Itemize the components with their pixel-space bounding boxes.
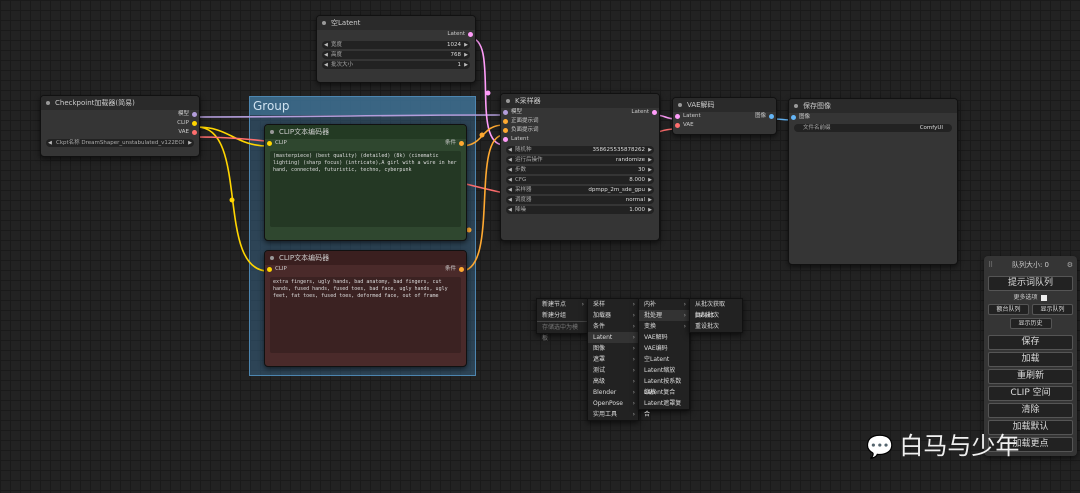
menu-item-save-template[interactable]: 存储选中为模板 [537, 321, 587, 342]
context-menu-categories[interactable]: 采样 加载器 条件 Latent 图像 遮罩 测试 高级 Blender Ope… [587, 298, 639, 421]
queue-size-label: 队列大小: 0 [1011, 261, 1050, 269]
drag-handle-icon[interactable]: ⠿ [988, 261, 994, 269]
node-vae-decode[interactable]: VAE解码 Latent 图像 VAE [672, 97, 777, 135]
load-more-button[interactable]: 加载更点 [988, 437, 1073, 452]
menu-item-rebatch[interactable]: 重设批次 [695, 323, 720, 330]
input-latent[interactable]: Latent [501, 135, 659, 144]
node-title[interactable]: CLIP文本编码器 [265, 251, 466, 265]
view-history-button[interactable]: 显示历史 [1009, 318, 1052, 329]
input-latent[interactable]: Latent [673, 112, 776, 121]
node-clip-negative[interactable]: CLIP文本编码器 CLIP 条件 extra fingers, ugly ha… [264, 250, 467, 367]
gear-icon[interactable]: ⚙ [1066, 261, 1073, 269]
prompt-textarea[interactable]: (masterpiece) (best quality) (detailed) … [270, 151, 461, 227]
menu-item-latent-from-batch[interactable]: 从批次获取Latent [695, 301, 726, 319]
group-title: Group [250, 97, 475, 115]
ckpt-name-widget[interactable]: ◀Ckpt名称 DreamShaper_unstabulated_v122EOL… [46, 139, 194, 147]
menu-item-transform[interactable]: 变换 [639, 321, 689, 332]
context-menu-batch[interactable]: 从批次获取Latent 复制批次 重设批次 [689, 298, 743, 333]
menu-item-blender[interactable]: Blender [588, 387, 638, 398]
node-title[interactable]: Checkpoint加载器(简易) [41, 96, 199, 110]
menu-item-latent-upscale-by[interactable]: Latent按系数缩放 [644, 378, 682, 396]
menu-item-advanced[interactable]: 高级 [588, 376, 638, 387]
node-clip-positive[interactable]: CLIP文本编码器 CLIP 条件 (masterpiece) (best qu… [264, 124, 467, 241]
input-positive[interactable]: 正面提示词 [501, 117, 659, 126]
more-options-row: 更多选项 [984, 293, 1077, 303]
input-image[interactable]: 图像 [789, 113, 957, 122]
queue-front-button[interactable]: 额台队列 [988, 304, 1029, 315]
input-clip[interactable]: CLIP [265, 139, 466, 148]
output-clip[interactable]: CLIP [41, 119, 199, 128]
menu-item-empty-latent[interactable]: 空Latent [644, 356, 670, 363]
output-conditioning[interactable]: 条件 [265, 139, 466, 148]
view-queue-button[interactable]: 显示队列 [1032, 304, 1073, 315]
menu-item-add-group[interactable]: 新建分组 [542, 312, 567, 319]
menu-item-batch[interactable]: 批处理 [639, 310, 689, 321]
input-negative[interactable]: 负面提示词 [501, 126, 659, 135]
clipspace-button[interactable]: CLIP 空间 [988, 386, 1073, 401]
node-title[interactable]: K采样器 [501, 94, 659, 108]
input-clip[interactable]: CLIP [265, 265, 466, 274]
context-menu-latent[interactable]: 内补 批处理 变换 VAE解码 VAE编码 空Latent Latent缩放 L… [638, 298, 690, 418]
menu-item-testing[interactable]: 测试 [588, 365, 638, 376]
menu-item-utils[interactable]: 实用工具 [588, 409, 638, 420]
node-title[interactable]: CLIP文本编码器 [265, 125, 466, 139]
menu-item-image[interactable]: 图像 [588, 343, 638, 354]
menu-item-latent-composite[interactable]: Latent复合 [644, 389, 676, 396]
save-button[interactable]: 保存 [988, 335, 1073, 350]
watermark-text: 白马与少年 [899, 432, 1020, 460]
output-latent[interactable]: Latent [501, 108, 659, 117]
load-default-button[interactable]: 加载默认 [988, 420, 1073, 435]
output-vae[interactable]: VAE [41, 128, 199, 137]
menu-item-repeat-batch[interactable]: 复制批次 [695, 312, 720, 319]
node-title[interactable]: 保存图像 [789, 99, 957, 113]
watermark: 💬白马与少年 [866, 426, 1019, 461]
menu-item-openpose[interactable]: OpenPose [588, 398, 638, 409]
negative-textarea[interactable]: extra fingers, ugly hands, bad anatomy, … [270, 277, 461, 353]
context-menu-main[interactable]: 新建节点 新建分组 存储选中为模板 [536, 298, 588, 342]
node-title[interactable]: 空Latent [317, 16, 475, 30]
node-title[interactable]: VAE解码 [673, 98, 776, 112]
menu-item-sampling[interactable]: 采样 [588, 299, 638, 310]
menu-item-latent[interactable]: Latent [588, 332, 638, 343]
menu-item-latent-upscale[interactable]: Latent缩放 [644, 367, 676, 374]
menu-item-conditioning[interactable]: 条件 [588, 321, 638, 332]
menu-item-loaders[interactable]: 加载器 [588, 310, 638, 321]
output-latent[interactable]: Latent [317, 30, 475, 39]
refresh-button[interactable]: 重刷新 [988, 369, 1073, 384]
queue-prompt-button[interactable]: 提示词队列 [988, 276, 1073, 291]
menu-item-vae-decode[interactable]: VAE解码 [644, 334, 668, 341]
output-image[interactable]: 图像 [673, 112, 776, 121]
more-options-label: 更多选项 [1013, 294, 1038, 301]
clear-button[interactable]: 清除 [988, 403, 1073, 418]
more-options-checkbox[interactable] [1041, 294, 1048, 301]
menu-item-inpaint[interactable]: 内补 [639, 299, 689, 310]
input-vae[interactable]: VAE [673, 121, 776, 130]
queue-panel: ⠿ 队列大小: 0 ⚙ 提示词队列 更多选项 额台队列 显示队列 显示历史 保存… [984, 256, 1077, 456]
menu-item-latent-composite-masked[interactable]: Latent遮罩复合 [644, 400, 682, 418]
menu-item-mask[interactable]: 遮罩 [588, 354, 638, 365]
output-model[interactable]: 模型 [41, 110, 199, 119]
output-conditioning[interactable]: 条件 [265, 265, 466, 274]
menu-item-vae-encode[interactable]: VAE编码 [644, 345, 668, 352]
wechat-icon: 💬 [866, 435, 894, 460]
menu-item-add-node[interactable]: 新建节点 [537, 299, 587, 310]
panel-header: ⠿ 队列大小: 0 ⚙ [984, 256, 1077, 274]
load-button[interactable]: 加载 [988, 352, 1073, 367]
node-checkpoint-loader[interactable]: Checkpoint加载器(简易) 模型 CLIP VAE ◀Ckpt名称 Dr… [40, 95, 200, 157]
input-model[interactable]: 模型 [501, 108, 659, 117]
